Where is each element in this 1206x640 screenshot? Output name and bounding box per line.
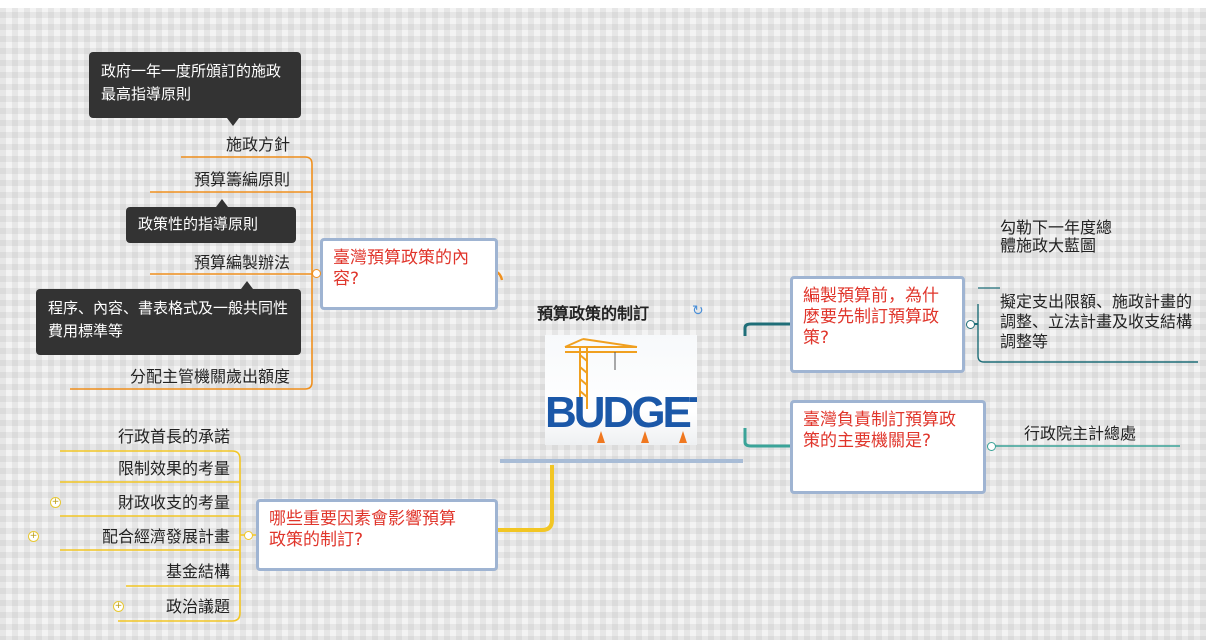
branch-why-title: 編製預算前，為什麼要先制訂預算政策?	[803, 286, 939, 348]
callout-guiding-principle: 政策性的指導原則	[126, 199, 296, 243]
callout-policy-guideline: 政府一年一度所頒訂的施政最高指導原則	[89, 52, 301, 126]
callout-tip	[227, 118, 239, 126]
branch-factors-box[interactable]: 哪些重要因素會影響預算政策的制訂?	[256, 499, 498, 571]
factor-item-political-issue[interactable]: 政治議題	[165, 597, 230, 616]
why-item-limits[interactable]: 擬定支出限額、施政計畫的調整、立法計畫及收支結構調整等	[1000, 292, 1193, 351]
callout-procedure: 程序、內容、書表格式及一般共同性費用標準等	[36, 281, 301, 355]
branch-why-box[interactable]: 編製預算前，為什麼要先制訂預算政策?	[790, 276, 965, 373]
callout-tip	[241, 281, 253, 289]
branch-agency-box[interactable]: 臺灣負責制訂預算政策的主要機關是?	[790, 400, 986, 494]
factor-item-fiscal[interactable]: 財政收支的考量	[117, 493, 230, 512]
crane-graphic	[564, 338, 638, 409]
budget-image-text: BUDGET	[545, 388, 697, 437]
factor-item-fund-structure[interactable]: 基金結構	[165, 562, 230, 581]
collapse-dot-agency[interactable]	[987, 442, 996, 451]
agency-item-dgbas[interactable]: 行政院主計總處	[1024, 424, 1137, 443]
expand-fiscal-icon[interactable]: +	[50, 497, 61, 508]
traffic-cones	[597, 431, 687, 443]
branch-agency-title: 臺灣負責制訂預算政策的主要機關是?	[803, 410, 956, 451]
factor-item-executive-commitment[interactable]: 行政首長的承諾	[117, 427, 230, 446]
branch-content-box[interactable]: 臺灣預算政策的內容?	[320, 238, 498, 310]
callout-guiding-principle-text: 政策性的指導原則	[138, 215, 259, 233]
factor-item-economic-plan[interactable]: 配合經濟發展計畫	[101, 527, 230, 546]
collapse-dot-content[interactable]	[312, 269, 321, 278]
link-icon[interactable]: ↻	[692, 303, 704, 319]
why-item-blueprint[interactable]: 勾勒下一年度總體施政大藍圖	[1000, 218, 1113, 255]
factor-item-limit-effect[interactable]: 限制效果的考量	[117, 459, 230, 478]
expand-economic-plan-icon[interactable]: +	[28, 531, 39, 542]
top-bar	[0, 0, 1206, 8]
budget-image: BUDGET	[545, 335, 697, 445]
branch-factors-title: 哪些重要因素會影響預算政策的制訂?	[269, 509, 456, 550]
content-item-allocation[interactable]: 分配主管機關歲出額度	[129, 367, 290, 386]
collapse-dot-why[interactable]	[966, 320, 975, 329]
expand-political-issue-icon[interactable]: +	[113, 601, 124, 612]
callout-policy-guideline-text: 政府一年一度所頒訂的施政最高指導原則	[101, 62, 282, 103]
content-item-budget-method[interactable]: 預算編製辦法	[193, 253, 290, 272]
callout-tip	[216, 199, 228, 207]
collapse-dot-factors[interactable]	[244, 531, 253, 540]
content-item-policy[interactable]: 施政方針	[225, 135, 290, 154]
callout-procedure-text: 程序、內容、書表格式及一般共同性費用標準等	[48, 299, 289, 340]
branch-content-title: 臺灣預算政策的內容?	[333, 248, 469, 289]
central-topic-title[interactable]: 預算政策的制訂	[537, 304, 650, 323]
content-item-budget-principle[interactable]: 預算籌編原則	[193, 170, 290, 189]
